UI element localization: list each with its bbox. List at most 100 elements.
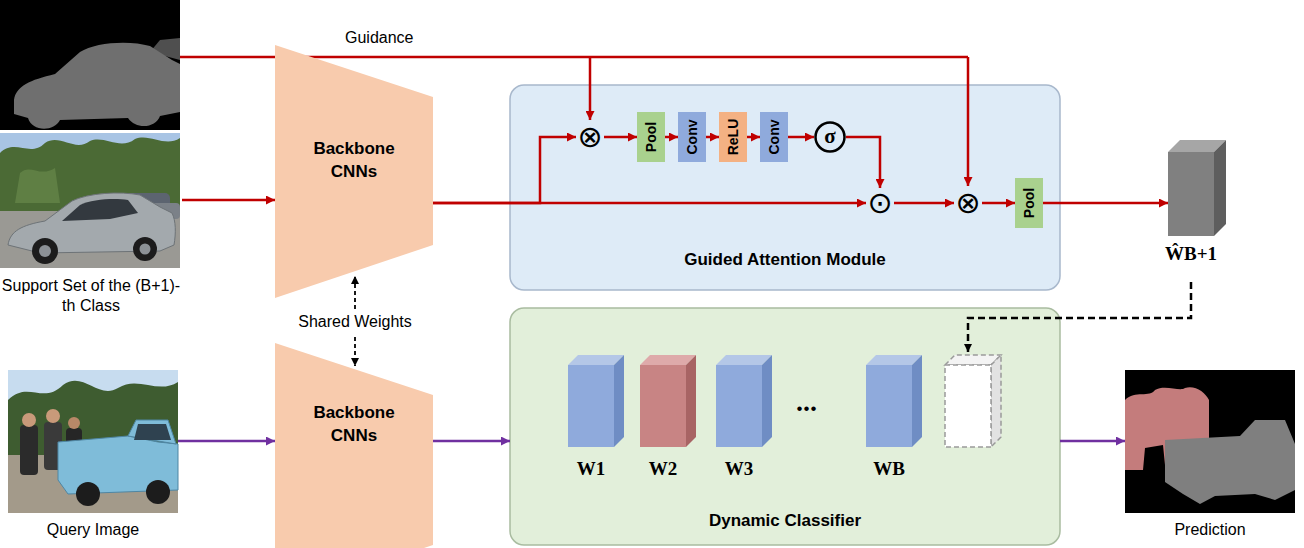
dynamic-classifier-background	[510, 308, 1060, 545]
arrow-connector	[747, 136, 760, 139]
support-set-image: Support Set of the (B+1)-th Class	[0, 133, 182, 318]
guidance-mask	[0, 0, 180, 130]
cube-side	[912, 355, 922, 447]
placeholder-cube	[945, 365, 991, 447]
arrow-connector	[706, 136, 719, 139]
ellipsis: ...	[796, 386, 817, 418]
cube-side	[762, 355, 772, 447]
conv-layer: Conv	[678, 112, 706, 162]
cube-side	[614, 355, 624, 447]
query-photo	[8, 370, 178, 513]
backbone-cnn-shape	[275, 343, 433, 548]
conv-layer-label: Conv	[684, 120, 700, 155]
guided-attention-module: Guided Attention Module ⊗ Pool Conv ReLU Conv…	[510, 85, 1060, 290]
arrow-connector	[982, 202, 1015, 205]
relu-layer: ReLU	[719, 112, 747, 162]
weight-cube: ŴB+1	[1168, 140, 1230, 270]
guidance-line	[589, 57, 592, 120]
cube-front	[716, 365, 762, 447]
query-photo	[76, 482, 100, 506]
guidance-mask	[0, 0, 180, 130]
arrow-connector	[433, 202, 866, 205]
guided-attention-module-background	[510, 85, 1060, 290]
dynamic-classifier-label: Dynamic Classifier	[510, 511, 1060, 531]
query-photo	[128, 420, 176, 444]
sigmoid-op: σ	[814, 121, 846, 153]
conv-layer: Conv	[760, 112, 788, 162]
multiply-op: ⊗	[576, 122, 604, 152]
cube-front	[1168, 152, 1214, 236]
pool-layer: Pool	[637, 112, 665, 162]
weight-cube-label: W1	[577, 457, 606, 481]
weight-cube: W2	[640, 355, 700, 485]
cube-front	[568, 365, 614, 447]
prediction-image: Prediction	[1125, 370, 1295, 542]
query-photo	[134, 424, 171, 440]
prediction-mask	[1125, 370, 1295, 513]
query-photo	[22, 413, 36, 427]
backbone-trapezoid	[275, 343, 433, 548]
placeholder-cube	[991, 355, 1001, 447]
relu-layer-label: ReLU	[725, 119, 741, 156]
arrow-connector	[1060, 440, 1125, 443]
arrow-connector	[788, 136, 814, 139]
weight-cube-label: W3	[725, 457, 754, 481]
guidance-mask	[14, 43, 180, 129]
weight-cube-label: ŴB+1	[1165, 242, 1217, 266]
arrow-connector	[433, 440, 510, 443]
support-photo	[15, 168, 60, 203]
weight-cube-label: WB	[873, 457, 905, 481]
arrow-connector	[1043, 202, 1168, 205]
sigmoid-op-label: σ	[814, 121, 846, 151]
backbone-cnn-label: Backbone CNNs	[302, 137, 406, 183]
conv-layer-label: Conv	[766, 120, 782, 155]
elementwise-product-op-label: ⊙	[866, 188, 894, 218]
backbone-cnn-label: Backbone CNNs	[302, 401, 406, 447]
pool-layer: Pool	[1015, 178, 1043, 228]
elementwise-product-op: ⊙	[866, 188, 894, 218]
cube-front	[640, 365, 686, 447]
query-photo	[68, 417, 80, 429]
arrow-connector	[604, 136, 637, 139]
shared-weights-label: Shared Weights	[298, 313, 412, 331]
multiply-op-label: ⊗	[954, 188, 982, 218]
arrow-connector	[182, 199, 275, 202]
multiply-op-label: ⊗	[576, 122, 604, 152]
support-set-image-label: Support Set of the (B+1)-th Class	[0, 276, 182, 316]
prediction-mask	[1165, 420, 1295, 504]
pool-layer-label: Pool	[643, 122, 659, 152]
support-photo	[0, 133, 180, 268]
support-photo	[0, 133, 180, 268]
weight-cube: W3	[716, 355, 776, 485]
support-photo	[62, 199, 138, 221]
prediction-image-label: Prediction	[1125, 520, 1295, 540]
multiply-op: ⊗	[954, 188, 982, 218]
weight-cube: W1	[568, 355, 628, 485]
query-photo	[8, 370, 178, 513]
arrow-connector	[433, 137, 576, 203]
guidance-label: Guidance	[345, 29, 414, 47]
weight-insert-arrow	[968, 282, 1191, 352]
query-image: Query Image	[8, 370, 178, 542]
shared-weights-arrow	[354, 337, 356, 366]
support-photo	[133, 237, 157, 261]
arrow-connector	[894, 202, 954, 205]
query-image-label: Query Image	[8, 520, 178, 540]
weight-cube: WB	[866, 355, 926, 485]
weight-cube-label: W2	[649, 457, 678, 481]
cube-side	[686, 355, 696, 447]
panel-background	[510, 85, 1060, 545]
backbone-cnn: Backbone CNNs	[275, 45, 433, 298]
dynamic-classifier: Dynamic Classifier W1 W2 W3 WB	[510, 308, 1060, 545]
backbone-trapezoid	[275, 45, 433, 298]
arrow-connector	[178, 440, 275, 443]
shared-weights-arrow	[354, 276, 356, 309]
arrow-connector	[846, 137, 880, 188]
guided-attention-module-label: Guided Attention Module	[510, 250, 1060, 270]
prediction-mask	[1125, 370, 1295, 513]
arrow-connector	[665, 136, 678, 139]
support-photo	[140, 244, 151, 255]
query-photo	[146, 480, 170, 504]
